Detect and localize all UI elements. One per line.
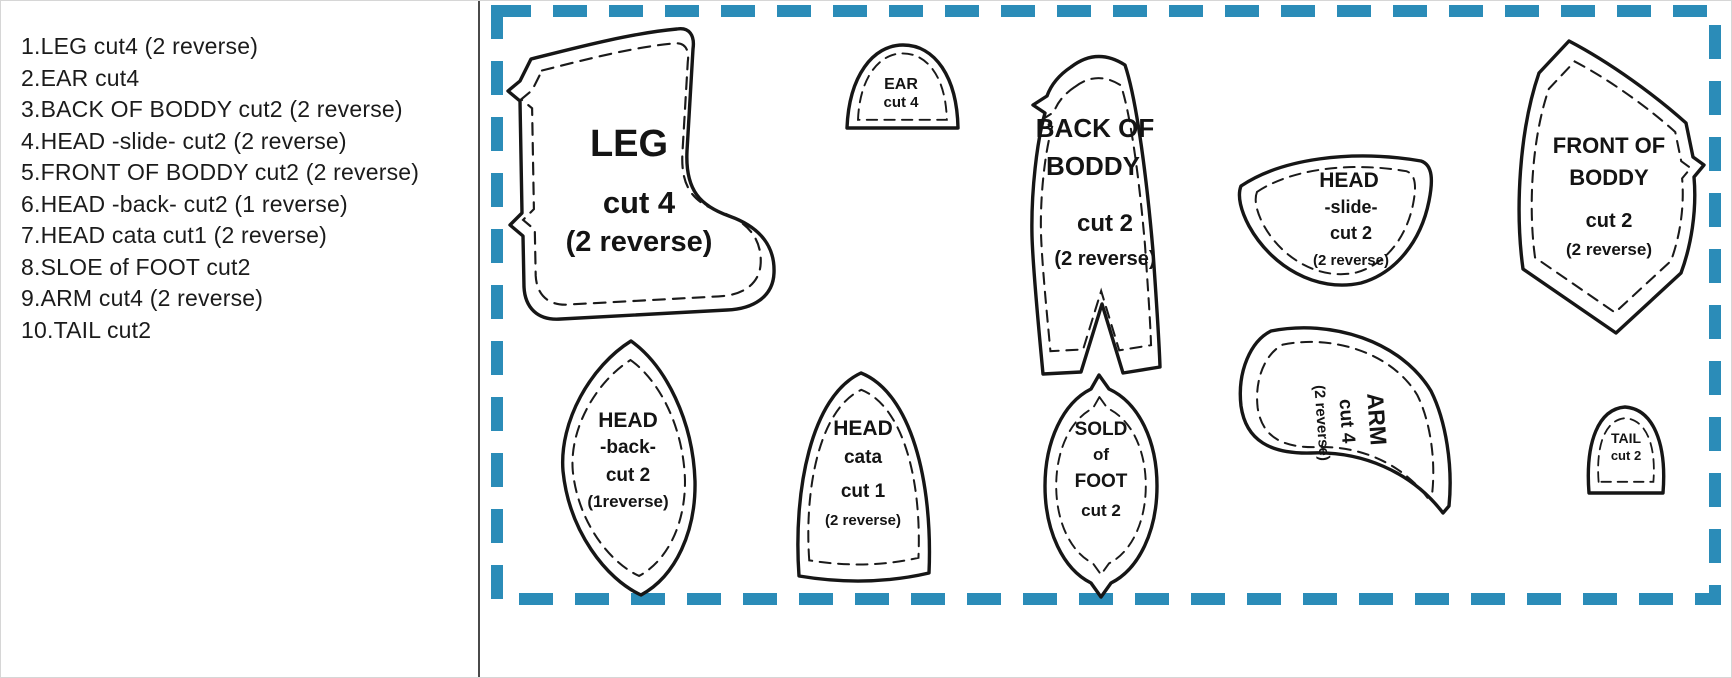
piece-tail-label: cut 2 — [1611, 448, 1641, 463]
piece-leg-label: LEG — [590, 123, 668, 165]
piece-sold-of-foot-label: SOLD — [1075, 419, 1128, 440]
piece-head-cata-label: (2 reverse) — [825, 512, 901, 529]
legend-item: 10.TAIL cut2 — [21, 316, 152, 343]
piece-tail: TAIL cut 2 — [1586, 405, 1666, 495]
piece-head-back-label: HEAD — [598, 409, 658, 432]
piece-head-back-label: (1reverse) — [587, 492, 668, 511]
piece-front-of-boddy-label: cut 2 — [1586, 210, 1633, 232]
piece-head-slide-label: cut 2 — [1330, 223, 1372, 243]
piece-sold-of-foot-label: FOOT — [1075, 471, 1128, 492]
piece-ear-label: EAR — [884, 76, 918, 93]
piece-leg-label: cut 4 — [603, 185, 676, 220]
piece-arm-label: ARM — [1362, 392, 1392, 446]
piece-tail-label: TAIL — [1611, 430, 1642, 446]
legend-item: 5.FRONT OF BODDY cut2 (2 reverse) — [21, 159, 420, 185]
piece-head-cata-label: HEAD — [833, 417, 893, 440]
piece-front-of-boddy-label: BODDY — [1569, 165, 1649, 190]
legend-item: 9.ARM cut4 (2 reverse) — [21, 285, 264, 311]
piece-head-back: HEAD -back- cut 2 (1reverse) — [560, 339, 697, 597]
piece-sold-of-foot: SOLD of FOOT cut 2 — [1043, 373, 1159, 599]
legend-item: 3.BACK OF BODDY cut2 (2 reverse) — [21, 96, 403, 122]
piece-head-cata: HEAD cata cut 1 (2 reverse) — [796, 371, 932, 583]
piece-front-of-boddy: FRONT OF BODDY cut 2 (2 reverse) — [1517, 39, 1706, 335]
legend-list: 1.LEG cut4 (2 reverse) 2.EAR cut4 3.BACK… — [21, 31, 419, 346]
piece-head-cata-outline — [796, 371, 932, 583]
piece-sold-of-foot-label: of — [1093, 445, 1109, 464]
piece-sold-of-foot-label: cut 2 — [1081, 501, 1121, 520]
legend-item: 4.HEAD -slide- cut2 (2 reverse) — [21, 127, 347, 154]
cutting-border — [491, 5, 1721, 605]
piece-back-of-boddy: BACK OF BODDY cut 2 (2 reverse) — [1030, 54, 1162, 376]
piece-back-of-boddy-label: BODDY — [1046, 151, 1140, 181]
piece-ear: EAR cut 4 — [845, 43, 960, 130]
piece-arm: ARM cut 4 (2 reverse) — [1238, 326, 1452, 515]
piece-head-back-label: -back- — [600, 437, 656, 458]
piece-ear-label: cut 4 — [883, 94, 919, 111]
legend-item: 2.EAR cut4 — [21, 64, 140, 91]
piece-back-of-boddy-label: BACK OF — [1036, 113, 1154, 143]
piece-head-slide-label: HEAD — [1319, 169, 1379, 192]
legend-item: 7.HEAD cata cut1 (2 reverse) — [21, 222, 327, 248]
piece-head-slide: HEAD -slide- cut 2 (2 reverse) — [1237, 154, 1434, 287]
piece-front-of-boddy-label: FRONT OF — [1553, 133, 1665, 158]
piece-arm-label: (2 reverse) — [1310, 384, 1332, 461]
piece-head-cata-label: cata — [844, 447, 882, 468]
page-divider-line — [478, 1, 480, 677]
piece-front-of-boddy-label: (2 reverse) — [1566, 240, 1652, 259]
legend-item: 8.SLOE of FOOT cut2 — [21, 253, 251, 280]
piece-leg: LEG cut 4 (2 reverse) — [506, 26, 776, 321]
piece-leg-outline — [506, 26, 776, 321]
piece-head-slide-label: -slide- — [1324, 197, 1377, 217]
piece-arm-label: cut 4 — [1334, 398, 1358, 444]
piece-leg-label: (2 reverse) — [566, 226, 713, 258]
piece-head-back-label: cut 2 — [606, 465, 650, 486]
piece-arm-label-group: ARM cut 4 (2 reverse) — [1310, 384, 1392, 461]
pattern-board: LEG cut 4 (2 reverse) EAR cut 4 BACK OF … — [491, 5, 1721, 605]
legend-item: 1.LEG cut4 (2 reverse) — [21, 33, 259, 59]
piece-head-slide-label: (2 reverse) — [1313, 252, 1389, 269]
piece-head-cata-label: cut 1 — [841, 481, 886, 502]
piece-back-of-boddy-label: (2 reverse) — [1054, 248, 1155, 270]
legend-item: 6.HEAD -back- cut2 (1 reverse) — [21, 190, 348, 217]
piece-back-of-boddy-label: cut 2 — [1077, 210, 1133, 237]
